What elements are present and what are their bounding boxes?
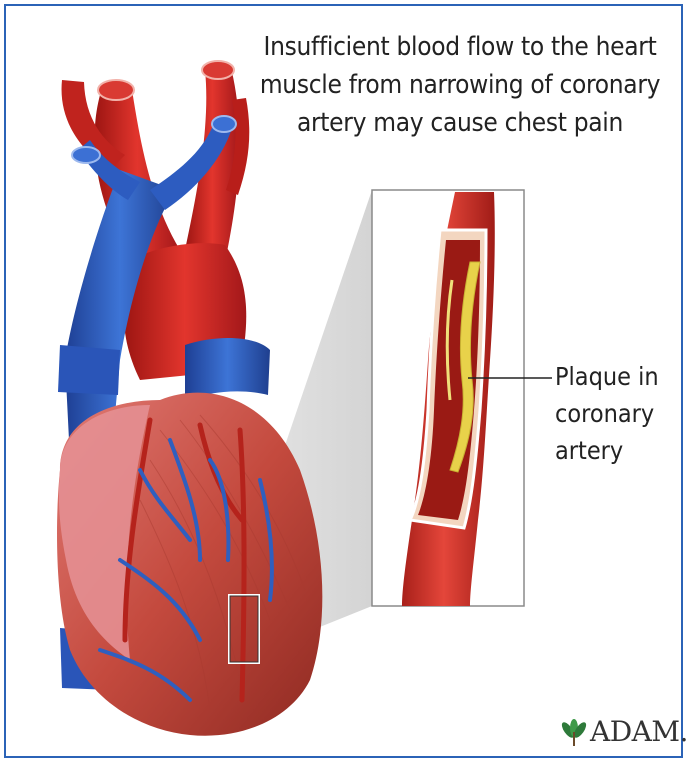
- plaque-callout-label: Plaque in coronary artery: [555, 358, 659, 469]
- adam-logo: ADAM.: [590, 713, 688, 747]
- caption-line: artery may cause chest pain: [240, 104, 680, 142]
- zoom-inset: [372, 190, 524, 606]
- heart-muscle: [57, 393, 322, 736]
- figure-caption: Insufficient blood flow to the heart mus…: [240, 28, 680, 142]
- adam-logo-leaf-icon: [560, 719, 589, 746]
- caption-line: Insufficient blood flow to the heart: [240, 28, 680, 66]
- adam-logo-text: ADAM.: [590, 717, 688, 747]
- caption-line: muscle from narrowing of coronary: [240, 66, 680, 104]
- callout-line: Plaque in: [555, 358, 659, 395]
- callout-line: coronary: [555, 395, 659, 432]
- callout-line: artery: [555, 432, 659, 469]
